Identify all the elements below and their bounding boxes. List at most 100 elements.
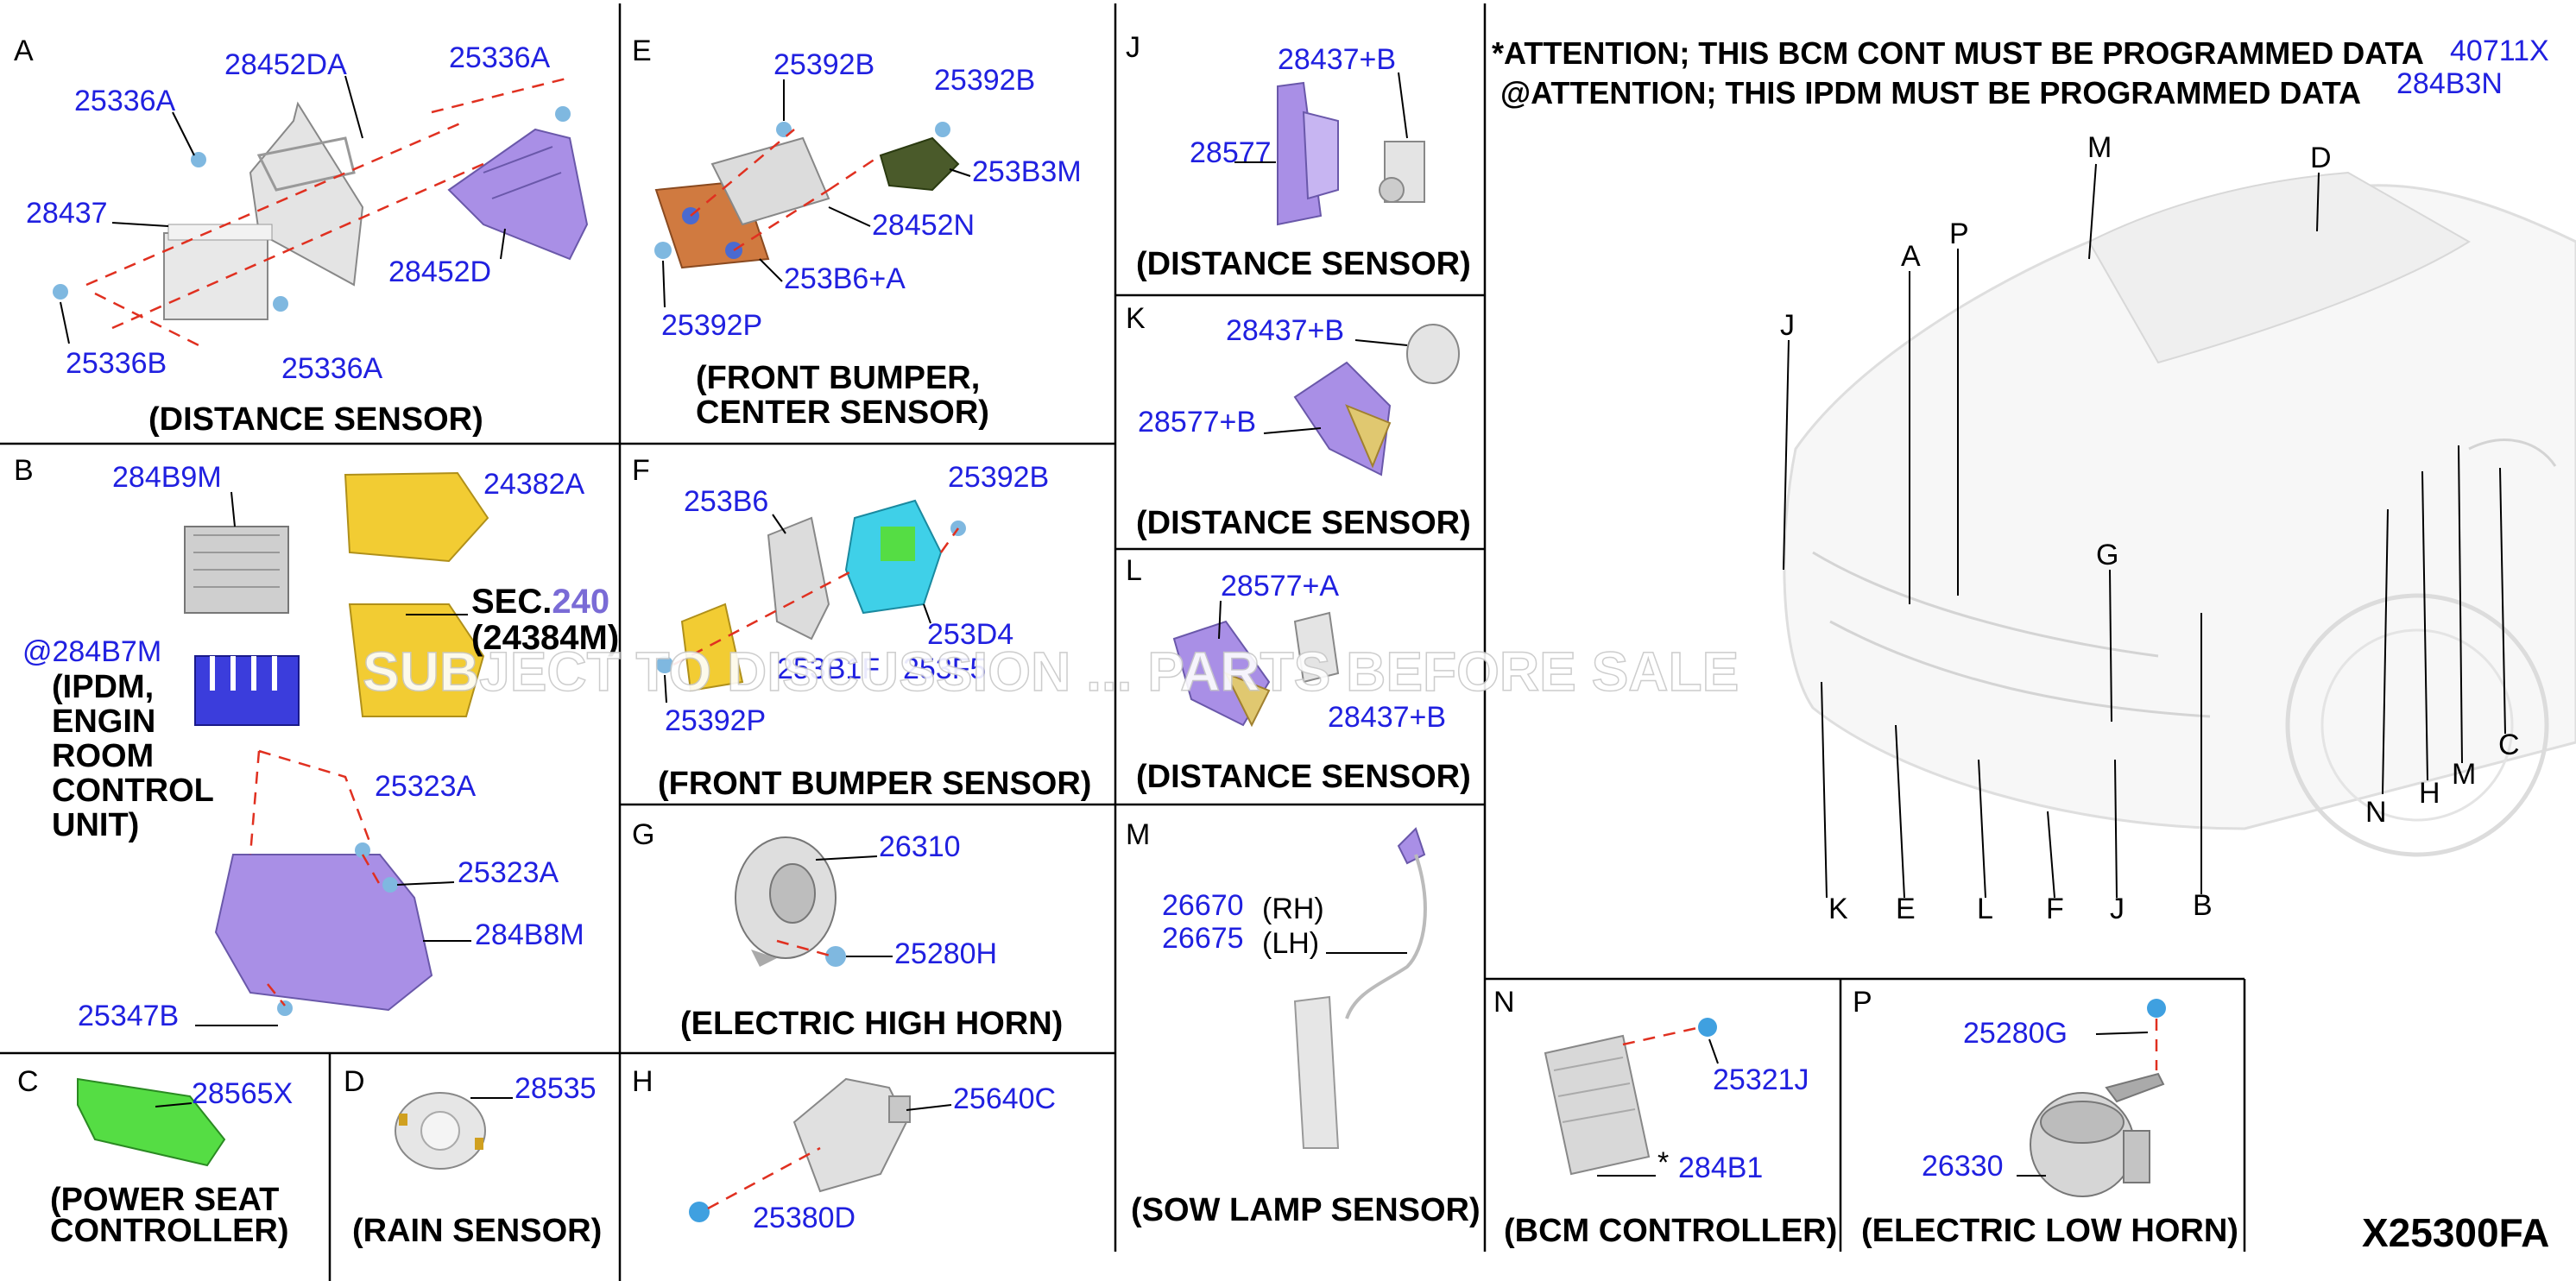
part-number: 26330	[1922, 1150, 2004, 1183]
lh-label: (LH)	[1262, 927, 1319, 960]
section-dividers	[0, 3, 2246, 1281]
callout-g: G	[2096, 539, 2118, 571]
part-number: 25321J	[1713, 1063, 1809, 1096]
section-m: M 26670 (RH) 26675 (LH) (SOW LAMP SENSOR…	[1126, 818, 1481, 1228]
part-number: 253B1F	[777, 653, 880, 685]
part-number: 25336A	[449, 41, 551, 74]
section-letter-e: E	[632, 35, 652, 67]
section-letter-k: K	[1126, 302, 1146, 335]
part-number: 28535	[515, 1072, 597, 1105]
part-number: 28565X	[192, 1077, 293, 1110]
asterisk-mark: *	[1657, 1146, 1669, 1179]
part-number: 25392B	[934, 64, 1035, 97]
part-number: 26310	[879, 830, 961, 863]
part-number: 25323A	[458, 856, 559, 889]
section-caption: (DISTANCE SENSOR)	[148, 401, 483, 438]
callout-k: K	[1828, 893, 1848, 925]
part-number: 28577+B	[1138, 406, 1256, 439]
bolt-illustrations	[654, 122, 950, 259]
bolt-illustrations	[1698, 1018, 1717, 1037]
section-b: B 284B9M 24382A SEC.240 (24384M) @2	[14, 454, 619, 1032]
yellow-relay-box-illustration	[348, 603, 485, 717]
section-letter-l: L	[1126, 554, 1142, 587]
section-letter-j: J	[1126, 31, 1140, 64]
section-caption: (DISTANCE SENSOR)	[1136, 246, 1471, 282]
callout-e: E	[1896, 893, 1916, 925]
ipdm-label-3: ROOM	[52, 738, 154, 774]
cyan-sensor-illustration	[844, 499, 943, 615]
section-caption: CONTROLLER)	[50, 1213, 289, 1249]
callout-m2: M	[2452, 758, 2476, 791]
part-number: 25392B	[773, 48, 874, 81]
part-number: 253B6+A	[784, 262, 906, 295]
section-caption: (POWER SEAT	[50, 1182, 279, 1218]
sec-reference-sub: (24384M)	[471, 619, 619, 657]
part-number: 25336A	[281, 352, 383, 385]
section-p: P 25280G 26330 (ELECTRIC LOW HORN)	[1853, 986, 2238, 1249]
bracket-illustration	[249, 101, 364, 287]
section-d: D 28535 (RAIN SENSOR)	[344, 1065, 602, 1249]
section-caption: (DISTANCE SENSOR)	[1136, 505, 1471, 541]
part-number: 25336A	[74, 85, 176, 117]
part-number: 25336B	[66, 347, 167, 380]
callout-j2: J	[2110, 893, 2125, 925]
bolt-illustrations	[689, 1202, 710, 1222]
vehicle-illustration	[1783, 171, 2576, 857]
diagram-code: X25300FA	[2362, 1210, 2549, 1255]
section-letter-c: C	[17, 1065, 39, 1098]
part-number: 40711X	[2450, 35, 2549, 67]
section-caption: (ELECTRIC LOW HORN)	[1861, 1213, 2238, 1249]
section-n: N 25321J * 284B1 (BCM CONTROLLER)	[1493, 986, 1837, 1249]
part-number: 25392B	[948, 461, 1049, 494]
sensor-illustration	[879, 136, 960, 192]
rain-sensor-illustration	[395, 1092, 486, 1170]
callout-f: F	[2046, 893, 2064, 925]
section-caption: (BCM CONTROLLER)	[1504, 1213, 1837, 1249]
part-number: 253B3M	[972, 155, 1082, 188]
section-letter-d: D	[344, 1065, 365, 1098]
part-number: 28437+B	[1278, 43, 1396, 76]
yellow-bracket-illustration	[680, 603, 744, 692]
part-number: 28437+B	[1328, 701, 1446, 734]
part-number: 28577+A	[1221, 570, 1339, 603]
part-number: 284B3N	[2396, 67, 2503, 100]
bcm-module-illustration	[1544, 1034, 1651, 1176]
section-letter-n: N	[1493, 986, 1515, 1019]
part-number: 25640C	[953, 1082, 1056, 1115]
callout-h: H	[2419, 777, 2440, 810]
section-caption: (RAIN SENSOR)	[352, 1213, 602, 1249]
section-letter-h: H	[632, 1065, 653, 1098]
part-number: 25280G	[1963, 1017, 2068, 1050]
vehicle-callouts: M D A P J G K E L F J B N H M C	[1780, 131, 2520, 925]
module-illustration	[184, 526, 289, 614]
section-caption: (ELECTRIC HIGH HORN)	[680, 1006, 1063, 1042]
part-number: 253F5	[903, 653, 986, 685]
section-letter-b: B	[14, 454, 34, 487]
part-number: 25280H	[894, 937, 997, 970]
section-caption: (FRONT BUMPER,	[696, 360, 980, 396]
callout-m: M	[2087, 131, 2112, 164]
bolt-illustrations	[2147, 999, 2166, 1018]
ipdm-label-2: ENGIN	[52, 704, 155, 740]
section-c: C 28565X (POWER SEAT CONTROLLER)	[17, 1065, 293, 1249]
section-g: G 26310 25280H (ELECTRIC HIGH HORN)	[632, 818, 1063, 1042]
ipdm-label-1: (IPDM,	[52, 669, 154, 705]
purple-bracket-illustration	[447, 128, 589, 261]
ipdm-part-number: @284B7M	[22, 635, 161, 668]
callout-n: N	[2365, 796, 2387, 829]
sec-reference: SEC.240	[471, 583, 609, 621]
part-number: 25323A	[375, 770, 477, 803]
section-letter-f: F	[632, 454, 650, 487]
callout-c: C	[2498, 729, 2520, 761]
section-j: J 28437+B 28577 (DISTANCE SENSOR)	[1126, 31, 1471, 282]
bolt-illustrations	[277, 842, 398, 1016]
yellow-cover-illustration	[344, 471, 489, 563]
section-h: H 25640C 25380D	[632, 1065, 1056, 1234]
sensor-illustration	[1293, 611, 1340, 684]
bolt-illustrations	[825, 946, 846, 967]
part-number: 28437+B	[1226, 314, 1344, 347]
part-number: 284B1	[1678, 1152, 1763, 1184]
section-letter-p: P	[1853, 986, 1872, 1019]
part-number: 25380D	[753, 1202, 856, 1234]
